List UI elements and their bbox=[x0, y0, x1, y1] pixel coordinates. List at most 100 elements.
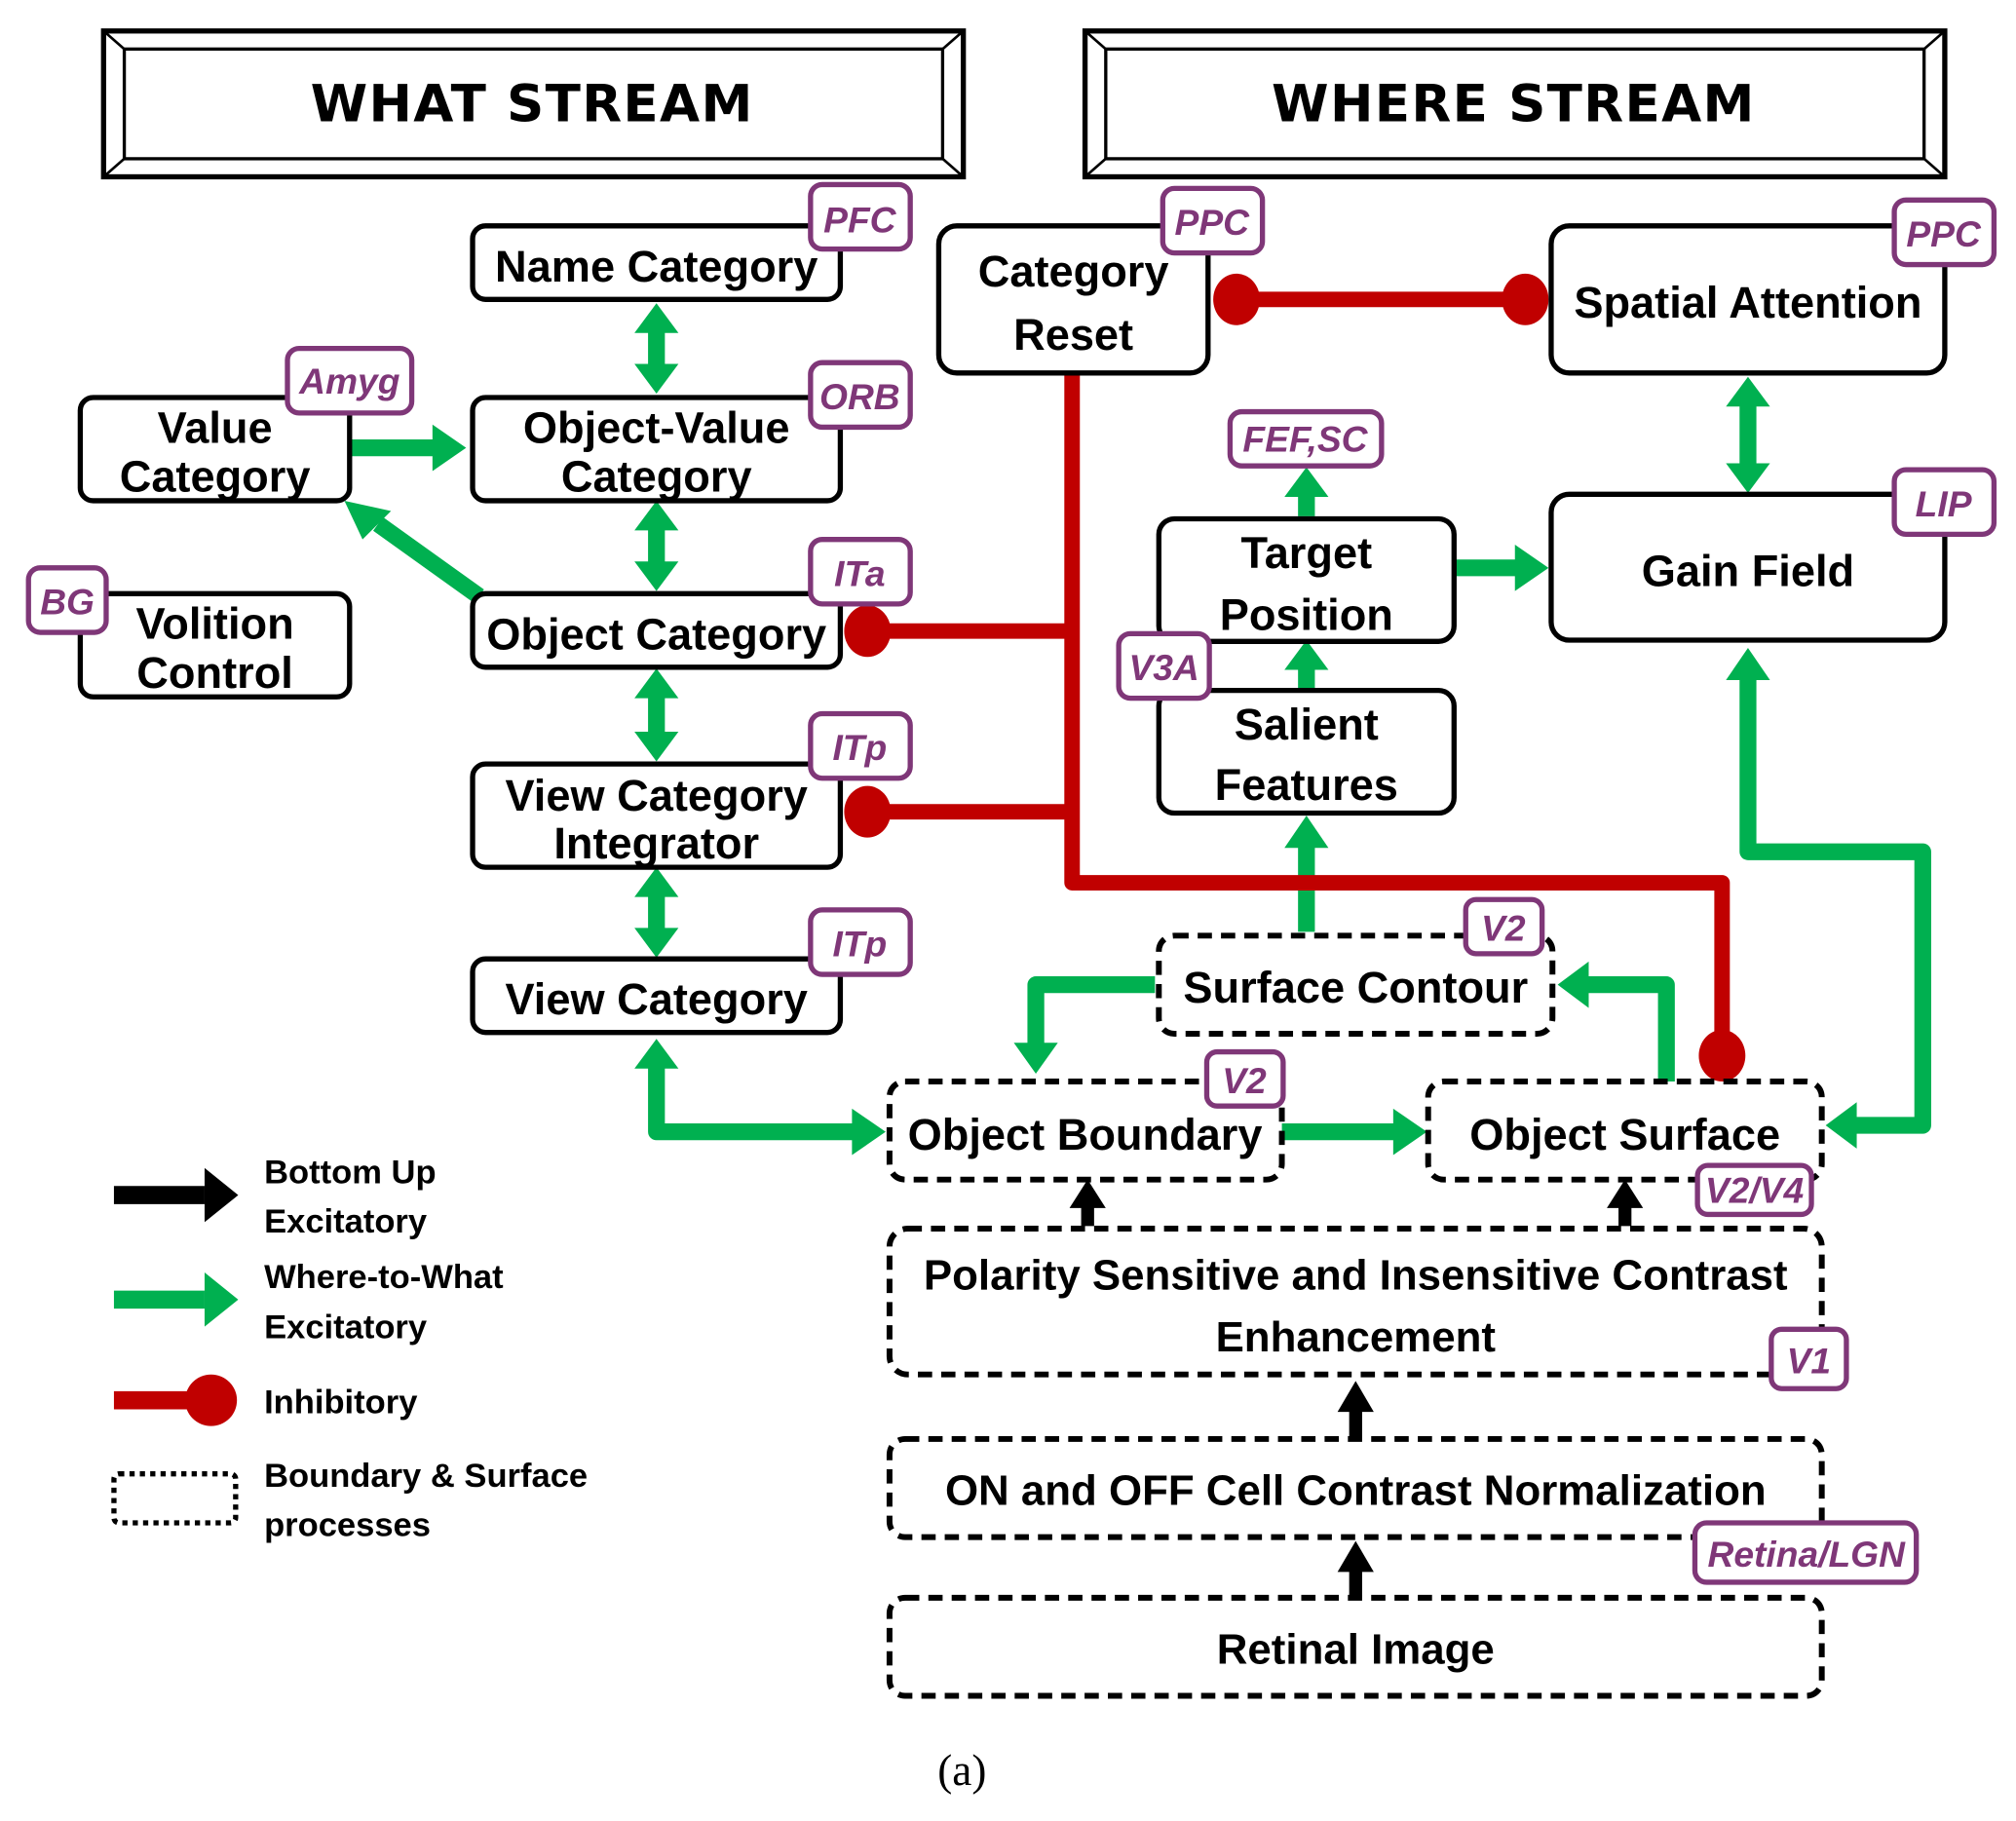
node-contrast-normalization: ON and OFF Cell Contrast Normalization R… bbox=[886, 1435, 1920, 1585]
node-retinal-image: Retinal Image bbox=[886, 1594, 1825, 1699]
arrow-objectvalue-objectcategory bbox=[634, 500, 679, 591]
svg-text:Object Boundary: Object Boundary bbox=[908, 1110, 1263, 1159]
arrow-retina-to-normalization bbox=[1337, 1540, 1374, 1597]
svg-text:Object Category: Object Category bbox=[486, 609, 826, 659]
arrow-objectcategory-viewintegrator bbox=[634, 668, 679, 762]
region-tag: Retina/LGN bbox=[1707, 1534, 1906, 1574]
region-tag: LIP bbox=[1916, 483, 1972, 524]
arrow-surfacecontour-to-objectboundary bbox=[1013, 976, 1156, 1075]
region-tag: PPC bbox=[1175, 202, 1251, 243]
svg-text:Category: Category bbox=[978, 247, 1169, 296]
region-tag: PFC bbox=[823, 199, 897, 240]
arrow-viewintegrator-viewcategory bbox=[634, 867, 679, 958]
arrow-objectboundary-to-objectsurface bbox=[1281, 1108, 1427, 1156]
node-view-category-integrator: View Category Integrator ITp bbox=[470, 710, 913, 870]
region-tag: V1 bbox=[1787, 1340, 1831, 1381]
arrow-surfacecontour-to-salient bbox=[1284, 816, 1329, 932]
arrow-target-to-fefsc bbox=[1284, 467, 1329, 516]
arrow-normalization-to-enhancement bbox=[1337, 1381, 1374, 1437]
svg-text:Control: Control bbox=[136, 648, 293, 698]
node-contrast-enhancement: Polarity Sensitive and Insensitive Contr… bbox=[886, 1226, 1849, 1391]
node-object-boundary: Object Boundary V2 bbox=[886, 1048, 1286, 1183]
node-surface-contour: Surface Contour V2 bbox=[1156, 896, 1556, 1037]
arrow-value-to-objectvalue bbox=[349, 424, 467, 472]
figure-caption: (a) bbox=[937, 1746, 986, 1795]
region-tag: ITp bbox=[832, 727, 887, 768]
node-name-category: Name Category PFC bbox=[470, 181, 913, 302]
svg-text:Where-to-What: Where-to-What bbox=[264, 1259, 504, 1296]
arrow-gainfield-objectsurface bbox=[1726, 647, 1931, 1149]
svg-text:Target: Target bbox=[1240, 528, 1372, 578]
svg-text:Retinal Image: Retinal Image bbox=[1217, 1625, 1495, 1673]
region-tag: PPC bbox=[1906, 213, 1982, 254]
svg-text:Polarity Sensitive and Insensi: Polarity Sensitive and Insensitive Contr… bbox=[924, 1251, 1788, 1299]
svg-text:Object-Value: Object-Value bbox=[523, 402, 790, 452]
where-stream-title: WHERE STREAM bbox=[1272, 74, 1756, 134]
node-object-category: Object Category ITa bbox=[470, 537, 913, 670]
node-category-reset: Category Reset PPC bbox=[935, 185, 1266, 376]
arrow-salient-to-target bbox=[1284, 639, 1329, 690]
svg-text:processes: processes bbox=[264, 1506, 431, 1543]
region-tag: BG bbox=[40, 582, 95, 623]
svg-text:Bottom Up: Bottom Up bbox=[264, 1155, 437, 1192]
svg-text:Salient: Salient bbox=[1235, 700, 1379, 749]
legend-bottom-up: Bottom Up Excitatory bbox=[113, 1155, 437, 1240]
svg-text:View Category: View Category bbox=[506, 974, 808, 1024]
what-stream-title: WHAT STREAM bbox=[311, 74, 754, 134]
node-object-value-category: Object-Value Category ORB bbox=[470, 360, 913, 504]
node-spatial-attention: Spatial Attention PPC bbox=[1548, 197, 1997, 376]
svg-text:View Category: View Category bbox=[506, 771, 808, 820]
svg-text:Enhancement: Enhancement bbox=[1216, 1313, 1497, 1361]
legend-where-to-what: Where-to-What Excitatory bbox=[113, 1259, 504, 1347]
node-view-category: View Category ITp bbox=[470, 907, 913, 1036]
svg-text:Category: Category bbox=[120, 452, 311, 502]
what-stream-header: WHAT STREAM bbox=[100, 28, 967, 180]
svg-text:Integrator: Integrator bbox=[553, 818, 759, 868]
arrow-spatialattention-gainfield bbox=[1726, 376, 1770, 493]
legend-inhibitory: Inhibitory bbox=[113, 1374, 417, 1426]
arrow-name-objectvalue bbox=[634, 303, 679, 395]
svg-text:Value: Value bbox=[158, 402, 273, 452]
svg-text:Excitatory: Excitatory bbox=[264, 1309, 427, 1347]
node-value-category: Value Category Amyg bbox=[77, 345, 415, 504]
region-tag: V2/V4 bbox=[1705, 1170, 1805, 1211]
svg-text:Category: Category bbox=[561, 452, 752, 502]
svg-text:Features: Features bbox=[1215, 760, 1398, 810]
arrow-objectsurface-to-surfacecontour bbox=[1557, 961, 1675, 1082]
region-tag: ITp bbox=[832, 924, 887, 965]
legend: Bottom Up Excitatory Where-to-What Excit… bbox=[111, 1155, 588, 1543]
node-object-surface: Object Surface V2/V4 bbox=[1425, 1079, 1825, 1218]
region-tag: V3A bbox=[1128, 647, 1198, 688]
inhibit-categoryreset-spatialattention bbox=[1213, 273, 1549, 325]
node-salient-features: Salient Features V3A bbox=[1116, 630, 1457, 816]
svg-text:Object Surface: Object Surface bbox=[1469, 1110, 1780, 1159]
where-stream-header: WHERE STREAM bbox=[1082, 28, 1948, 180]
node-gain-field: Gain Field LIP bbox=[1548, 467, 1997, 643]
svg-text:Name Category: Name Category bbox=[495, 242, 818, 291]
arrow-enhancement-to-surface bbox=[1607, 1179, 1644, 1227]
svg-text:ON and OFF Cell Contrast Norma: ON and OFF Cell Contrast Normalization bbox=[945, 1467, 1767, 1515]
svg-text:Excitatory: Excitatory bbox=[264, 1203, 427, 1240]
svg-text:Surface Contour: Surface Contour bbox=[1183, 963, 1528, 1012]
arrow-objectcategory-to-value bbox=[344, 500, 484, 603]
region-tag: FEF,SC bbox=[1242, 419, 1368, 460]
arrow-enhancement-to-boundary bbox=[1069, 1179, 1106, 1227]
arrow-viewcategory-objectboundary bbox=[634, 1039, 886, 1156]
svg-text:Reset: Reset bbox=[1013, 310, 1133, 360]
svg-text:Position: Position bbox=[1220, 589, 1393, 639]
region-tag: V2 bbox=[1222, 1060, 1267, 1101]
region-tag: V2 bbox=[1481, 908, 1526, 949]
svg-text:Gain Field: Gain Field bbox=[1642, 546, 1854, 595]
svg-text:Spatial Attention: Spatial Attention bbox=[1574, 278, 1921, 327]
arrow-target-to-gainfield bbox=[1455, 544, 1549, 591]
region-tag: ITa bbox=[834, 552, 885, 593]
legend-boundary-surface: Boundary & Surface processes bbox=[111, 1458, 588, 1543]
region-tag: Amyg bbox=[298, 360, 400, 401]
node-volition-control: Volition Control BG bbox=[25, 565, 353, 700]
node-target-position: FEF,SC Target Position bbox=[1156, 408, 1457, 644]
svg-text:Inhibitory: Inhibitory bbox=[264, 1384, 417, 1421]
region-tag: ORB bbox=[819, 376, 900, 417]
svg-text:Volition: Volition bbox=[135, 599, 293, 649]
svg-text:Boundary & Surface: Boundary & Surface bbox=[264, 1458, 588, 1495]
